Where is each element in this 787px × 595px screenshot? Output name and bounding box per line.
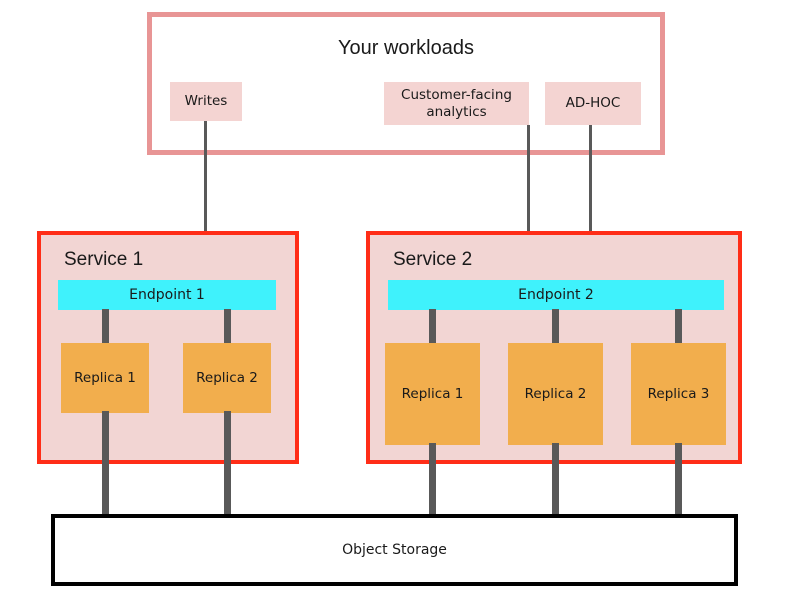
arrow-analytics-to-endpoint-2-line	[527, 125, 530, 262]
endpoint-2[interactable]: Endpoint 2	[388, 280, 724, 310]
service-2-label: Service 2	[393, 249, 473, 270]
connector-endpoint-1-to-replica-2	[224, 309, 231, 345]
service-2-replica-3-label: Replica 3	[647, 386, 710, 402]
workload-box-customer-facing-analytics[interactable]: Customer-facing analytics	[384, 82, 529, 125]
workload-box-ad-hoc-label: AD-HOC	[565, 95, 621, 112]
connector-endpoint-2-to-replica-1	[429, 309, 436, 345]
workload-box-ad-hoc[interactable]: AD-HOC	[545, 82, 641, 125]
service-1-replica-2-label: Replica 2	[196, 370, 258, 386]
connector-service-2-replica-1-to-storage	[429, 443, 436, 517]
service-1-replica-1-label: Replica 1	[74, 370, 136, 386]
workload-box-writes[interactable]: Writes	[170, 82, 242, 121]
workloads-title: Your workloads	[337, 37, 474, 59]
arrow-writes-to-endpoint-1-line	[204, 121, 207, 259]
connector-service-1-replica-1-to-storage	[102, 411, 109, 517]
connector-endpoint-2-to-replica-3	[675, 309, 682, 345]
endpoint-2-label: Endpoint 2	[518, 287, 594, 303]
service-1-replica-1[interactable]: Replica 1	[61, 343, 149, 413]
service-2-replica-2-label: Replica 2	[524, 386, 587, 402]
connector-endpoint-2-to-replica-2	[552, 309, 559, 345]
workload-box-customer-facing-analytics-label: Customer-facing analytics	[401, 86, 512, 120]
connector-endpoint-1-to-replica-1	[102, 309, 109, 345]
workload-box-writes-label: Writes	[184, 93, 228, 110]
connector-service-1-replica-2-to-storage	[224, 411, 231, 517]
connector-service-2-replica-2-to-storage	[552, 443, 559, 517]
object-storage-label: Object Storage	[342, 542, 447, 558]
endpoint-1-label: Endpoint 1	[129, 287, 205, 303]
service-2-replica-3[interactable]: Replica 3	[631, 343, 726, 445]
endpoint-1[interactable]: Endpoint 1	[58, 280, 276, 310]
service-2-replica-2[interactable]: Replica 2	[508, 343, 603, 445]
service-1-replica-2[interactable]: Replica 2	[183, 343, 271, 413]
service-2-replica-1[interactable]: Replica 1	[385, 343, 480, 445]
service-2-replica-1-label: Replica 1	[401, 386, 464, 402]
service-1-label: Service 1	[64, 249, 144, 270]
connector-service-2-replica-3-to-storage	[675, 443, 682, 517]
arrow-adhoc-to-endpoint-2-line	[589, 125, 592, 262]
object-storage-box[interactable]: Object Storage	[51, 514, 738, 586]
